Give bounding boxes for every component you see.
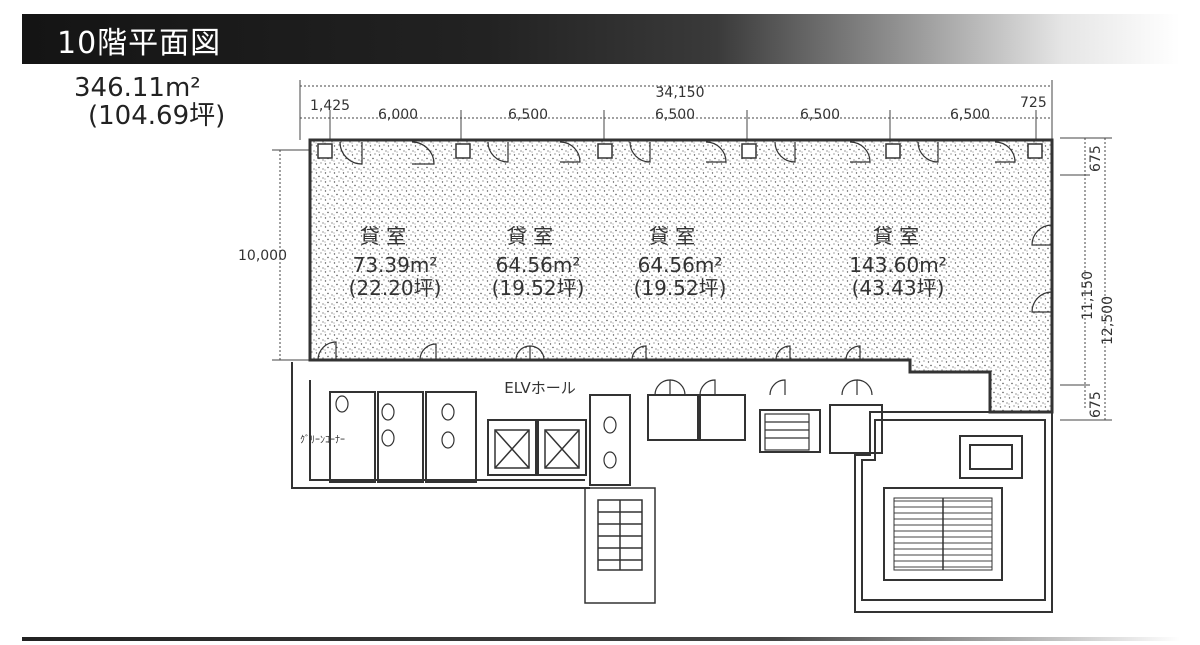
page-title: 10階平面図 bbox=[57, 26, 222, 61]
room-4-label: 貸 室 bbox=[873, 224, 919, 248]
dim-seg-2: 6,000 bbox=[378, 107, 418, 123]
total-area-m2: 346.11m² bbox=[74, 73, 201, 103]
green-corner-label: ｸﾞﾘｰﾝｺｰﾅｰ bbox=[300, 434, 345, 446]
room-1-tsubo: (22.20坪) bbox=[349, 276, 442, 300]
window-swings bbox=[339, 141, 1053, 313]
room-1-label: 貸 室 bbox=[360, 224, 406, 248]
dim-seg-6: 6,500 bbox=[950, 107, 990, 123]
right-dimensions bbox=[1060, 137, 1112, 421]
room-3: 貸 室 64.56m² (19.52坪) bbox=[634, 224, 727, 300]
room-4-tsubo: (43.43坪) bbox=[852, 276, 945, 300]
room-3-tsubo: (19.52坪) bbox=[634, 276, 727, 300]
room-2: 貸 室 64.56m² (19.52坪) bbox=[492, 224, 585, 300]
title-bar: 10階平面図 bbox=[22, 14, 1180, 64]
room-3-label: 貸 室 bbox=[649, 224, 695, 248]
door-swings-lower bbox=[317, 341, 861, 361]
dim-right-overall: 12,500 bbox=[1100, 296, 1116, 345]
dim-left-depth: 10,000 bbox=[238, 248, 287, 264]
room-4: 貸 室 143.60m² (43.43坪) bbox=[849, 224, 946, 300]
room-3-area: 64.56m² bbox=[638, 253, 723, 277]
dim-right-mid: 11,150 bbox=[1080, 271, 1096, 320]
dim-right-bottom: 675 bbox=[1088, 391, 1104, 418]
dim-seg-5: 6,500 bbox=[800, 107, 840, 123]
room-4-area: 143.60m² bbox=[849, 253, 946, 277]
room-1-area: 73.39m² bbox=[353, 253, 438, 277]
room-1: 貸 室 73.39m² (22.20坪) bbox=[349, 224, 442, 300]
stair-south bbox=[584, 487, 656, 604]
dim-seg-3: 6,500 bbox=[508, 107, 548, 123]
room-2-label: 貸 室 bbox=[507, 224, 553, 248]
core-door-swings bbox=[654, 379, 873, 396]
dim-seg-7: 725 bbox=[1020, 95, 1047, 111]
left-dimension bbox=[272, 149, 310, 361]
dim-right-top: 675 bbox=[1088, 145, 1104, 172]
top-columns bbox=[317, 143, 1043, 159]
total-area-tsubo: (104.69坪) bbox=[88, 101, 226, 131]
top-dimensions bbox=[299, 80, 1053, 140]
room-2-area: 64.56m² bbox=[496, 253, 581, 277]
dim-seg-4: 6,500 bbox=[655, 107, 695, 123]
machine-area bbox=[854, 411, 1053, 613]
toilet-fixtures bbox=[335, 395, 617, 469]
room-2-tsubo: (19.52坪) bbox=[492, 276, 585, 300]
dim-overall-width: 34,150 bbox=[656, 85, 705, 101]
elevator-cars bbox=[494, 429, 580, 469]
stair-middle bbox=[764, 413, 810, 451]
core-walls bbox=[291, 362, 883, 489]
office-floor bbox=[308, 138, 1054, 414]
dim-seg-1: 1,425 bbox=[310, 98, 350, 114]
bottom-rule bbox=[22, 637, 1180, 641]
total-area: 346.11m² (104.69坪) bbox=[74, 74, 225, 130]
elv-hall-label: ELVホール bbox=[504, 379, 575, 397]
